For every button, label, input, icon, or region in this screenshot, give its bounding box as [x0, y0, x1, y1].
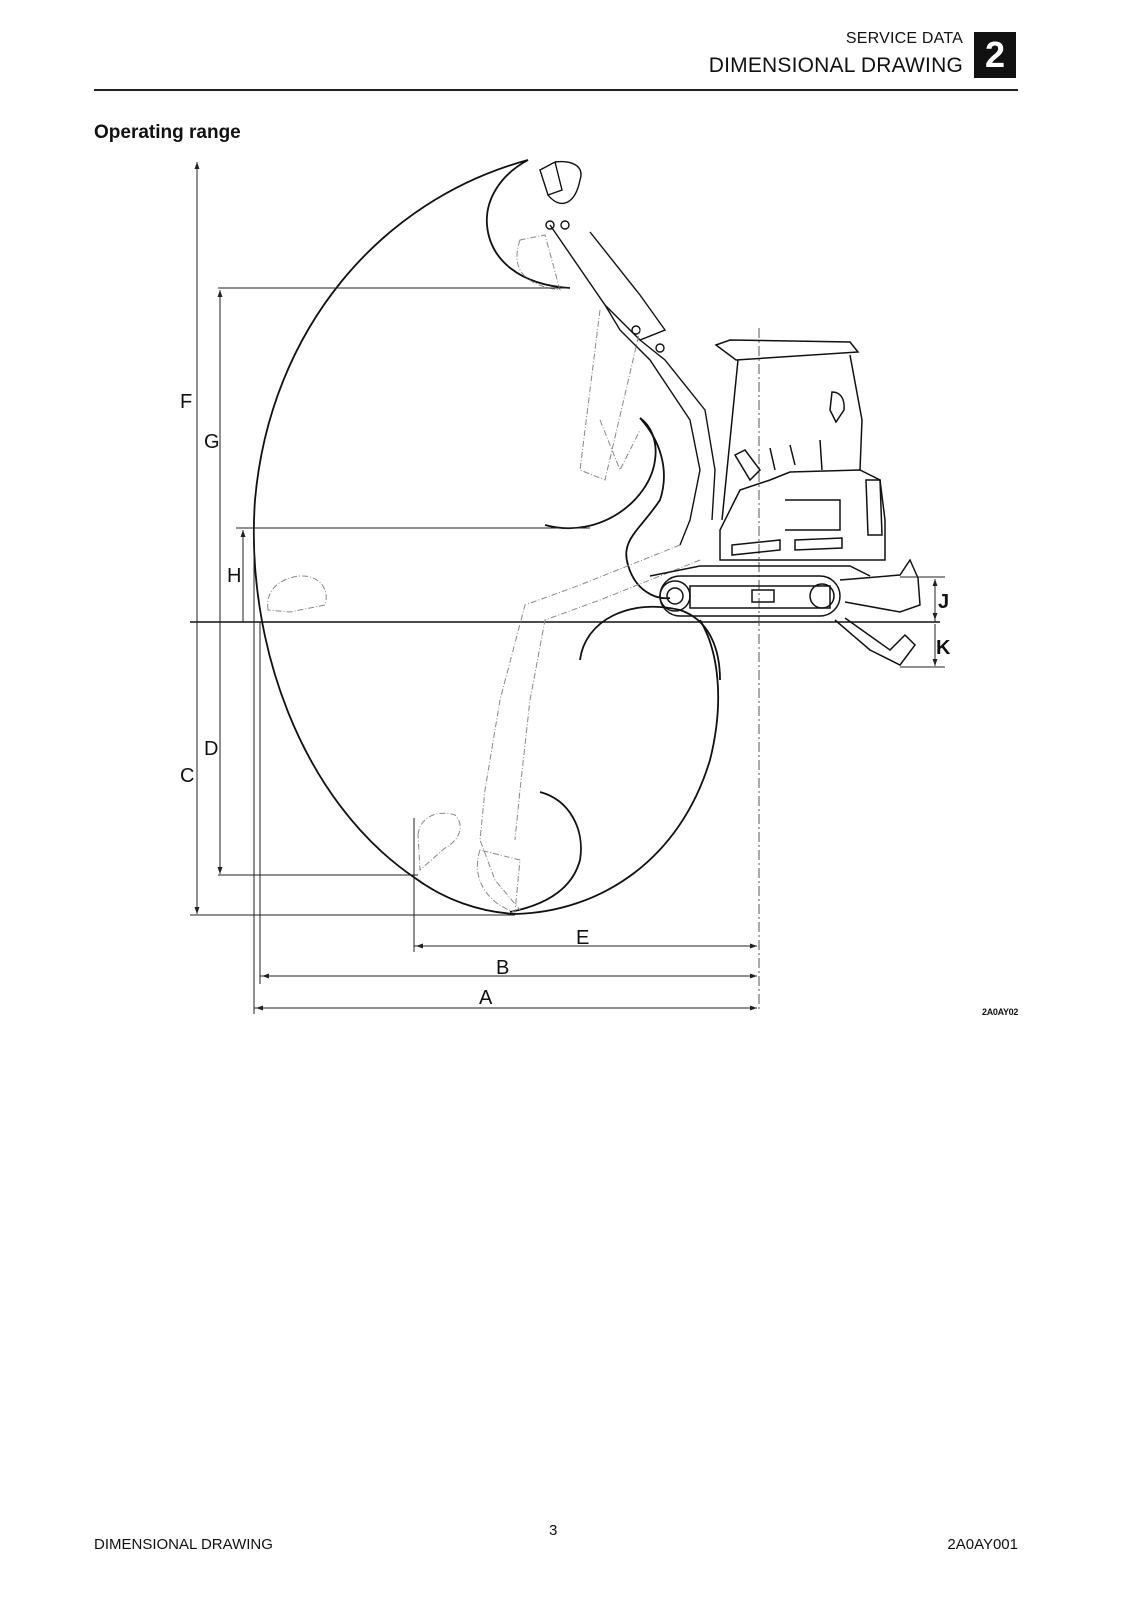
dim-label-e: E [576, 927, 589, 949]
page-number: 3 [549, 1522, 558, 1539]
operating-envelope [252, 159, 721, 915]
dim-label-d: D [204, 738, 218, 760]
dim-label-h: H [227, 565, 241, 587]
dim-label-k: K [936, 637, 951, 659]
dim-label-c: C [180, 765, 194, 787]
excavator-body [649, 339, 921, 666]
footer-document-code: 2A0AY001 [947, 1536, 1018, 1553]
figure-code: 2A0AY02 [982, 1007, 1019, 1017]
operating-range-drawing: F G H C D E B A J K [180, 159, 951, 1014]
dim-label-a: A [479, 987, 493, 1009]
dimension-lines [190, 162, 945, 1014]
header-title: DIMENSIONAL DRAWING [708, 54, 963, 77]
dim-label-g: G [204, 431, 220, 453]
dim-label-j: J [938, 591, 949, 613]
dim-label-b: B [496, 957, 509, 979]
chapter-number-badge: 2 [974, 32, 1016, 78]
footer-section-name: DIMENSIONAL DRAWING [94, 1536, 273, 1553]
ghost-arm-positions [267, 234, 701, 913]
section-title: Operating range [94, 122, 241, 143]
dim-label-f: F [180, 391, 192, 413]
boom-raised [539, 160, 716, 546]
header-section: SERVICE DATA [845, 30, 963, 47]
header-divider [94, 89, 1018, 91]
